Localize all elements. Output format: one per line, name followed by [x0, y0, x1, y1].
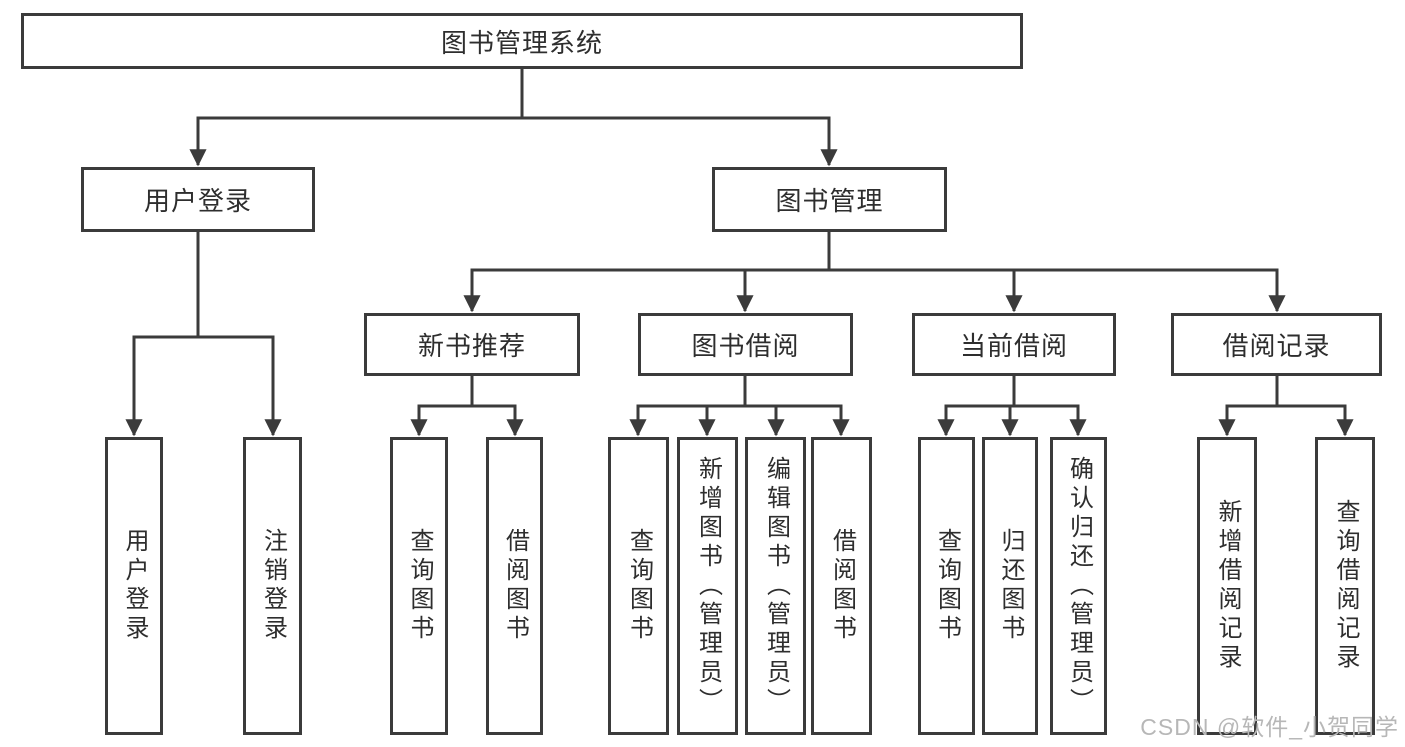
leaf-add-borrow-record: 新增借阅记录: [1197, 437, 1257, 735]
node-label: 图书管理系统: [440, 27, 603, 58]
leaf-label: 查询图书: [406, 528, 433, 644]
leaf-label: 借阅图书: [828, 528, 856, 644]
node-new-book-recommendation: 新书推荐: [364, 313, 580, 376]
leaf-return-books: 归还图书: [982, 437, 1038, 735]
node-label: 图书借阅: [691, 331, 800, 361]
leaf-label: 确认归还（管理员）: [1065, 455, 1093, 717]
node-label: 借阅记录: [1222, 331, 1331, 361]
node-user-login: 用户登录: [81, 167, 315, 232]
leaf-label: 查询图书: [625, 528, 653, 644]
node-label: 新书推荐: [417, 331, 526, 361]
leaf-edit-books-admin: 编辑图书（管理员）: [745, 437, 806, 735]
leaf-confirm-return-admin: 确认归还（管理员）: [1050, 437, 1107, 735]
leaf-add-books-admin: 新增图书（管理员）: [677, 437, 738, 735]
leaf-borrow-books-recommend: 借阅图书: [486, 437, 543, 735]
node-book-management-system: 图书管理系统: [21, 13, 1023, 69]
leaf-label: 借阅图书: [501, 528, 529, 644]
leaf-label: 归还图书: [997, 528, 1024, 644]
leaf-label: 查询图书: [933, 528, 961, 644]
leaf-label: 用户登录: [121, 528, 148, 644]
leaf-label: 注销登录: [259, 528, 287, 644]
leaf-query-books-borrowing: 查询图书: [608, 437, 669, 735]
leaf-label: 编辑图书（管理员）: [762, 455, 790, 717]
node-borrowing-records: 借阅记录: [1171, 313, 1382, 376]
node-label: 当前借阅: [959, 331, 1068, 361]
node-book-management: 图书管理: [712, 167, 947, 232]
leaf-borrow-books-borrowing: 借阅图书: [811, 437, 872, 735]
leaf-query-books-recommend: 查询图书: [390, 437, 448, 735]
leaf-logout: 注销登录: [243, 437, 302, 735]
watermark: CSDN @软件_小贺同学: [1140, 714, 1399, 740]
leaf-label: 新增借阅记录: [1214, 499, 1241, 673]
leaf-query-books-current: 查询图书: [918, 437, 975, 735]
leaf-label: 查询借阅记录: [1332, 499, 1359, 673]
node-label: 图书管理: [775, 186, 884, 216]
node-current-borrowing: 当前借阅: [912, 313, 1116, 376]
node-book-borrowing: 图书借阅: [638, 313, 853, 376]
arrow-stems: [125, 118, 1354, 437]
leaf-label: 新增图书（管理员）: [694, 455, 722, 717]
leaf-user-login: 用户登录: [105, 437, 163, 735]
node-label: 用户登录: [143, 186, 252, 216]
leaf-query-borrow-record: 查询借阅记录: [1315, 437, 1375, 735]
